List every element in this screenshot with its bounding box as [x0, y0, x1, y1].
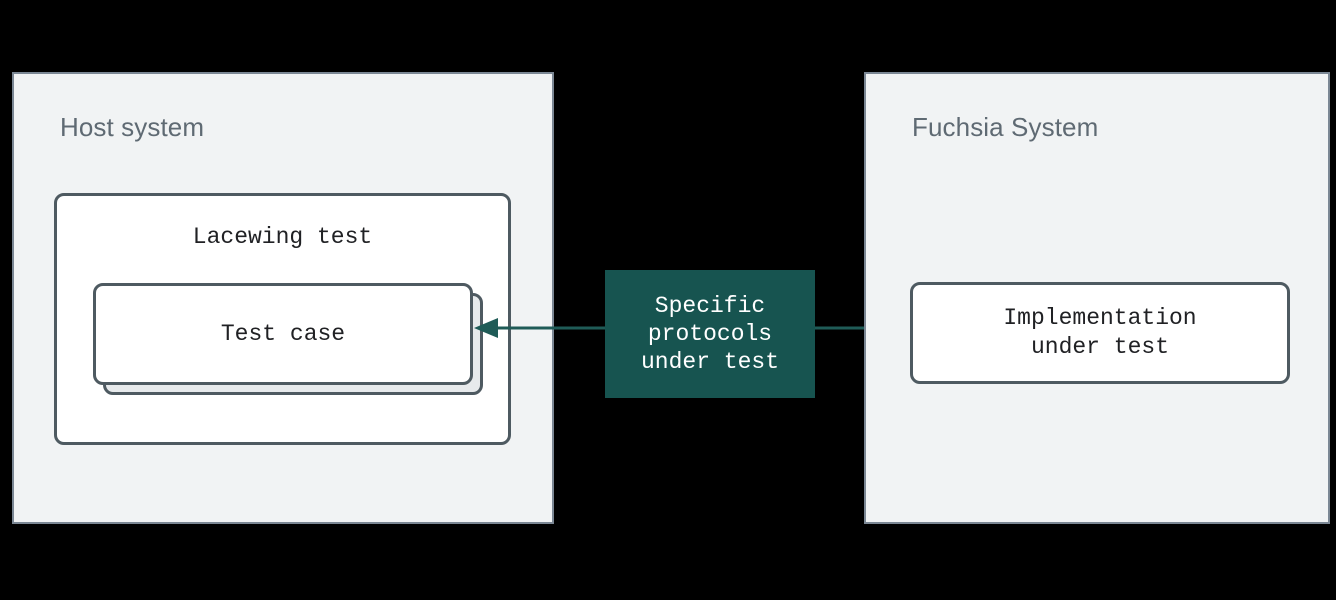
test-case-card-stack: Test case — [93, 283, 483, 395]
specific-protocols-label: Specific protocols under test — [640, 293, 780, 375]
test-case-label: Test case — [220, 321, 346, 347]
implementation-under-test-label: Implementation under test — [1003, 305, 1197, 360]
test-case-card-front: Test case — [93, 283, 473, 385]
specific-protocols-block: Specific protocols under test — [605, 270, 815, 398]
lacewing-test-label: Lacewing test — [192, 224, 373, 250]
host-system-title: Host system — [60, 112, 205, 142]
implementation-under-test-box: Implementation under test — [910, 282, 1290, 384]
fuchsia-system-title: Fuchsia System — [912, 112, 1099, 142]
arrow-protocols-to-test-case — [474, 318, 609, 338]
